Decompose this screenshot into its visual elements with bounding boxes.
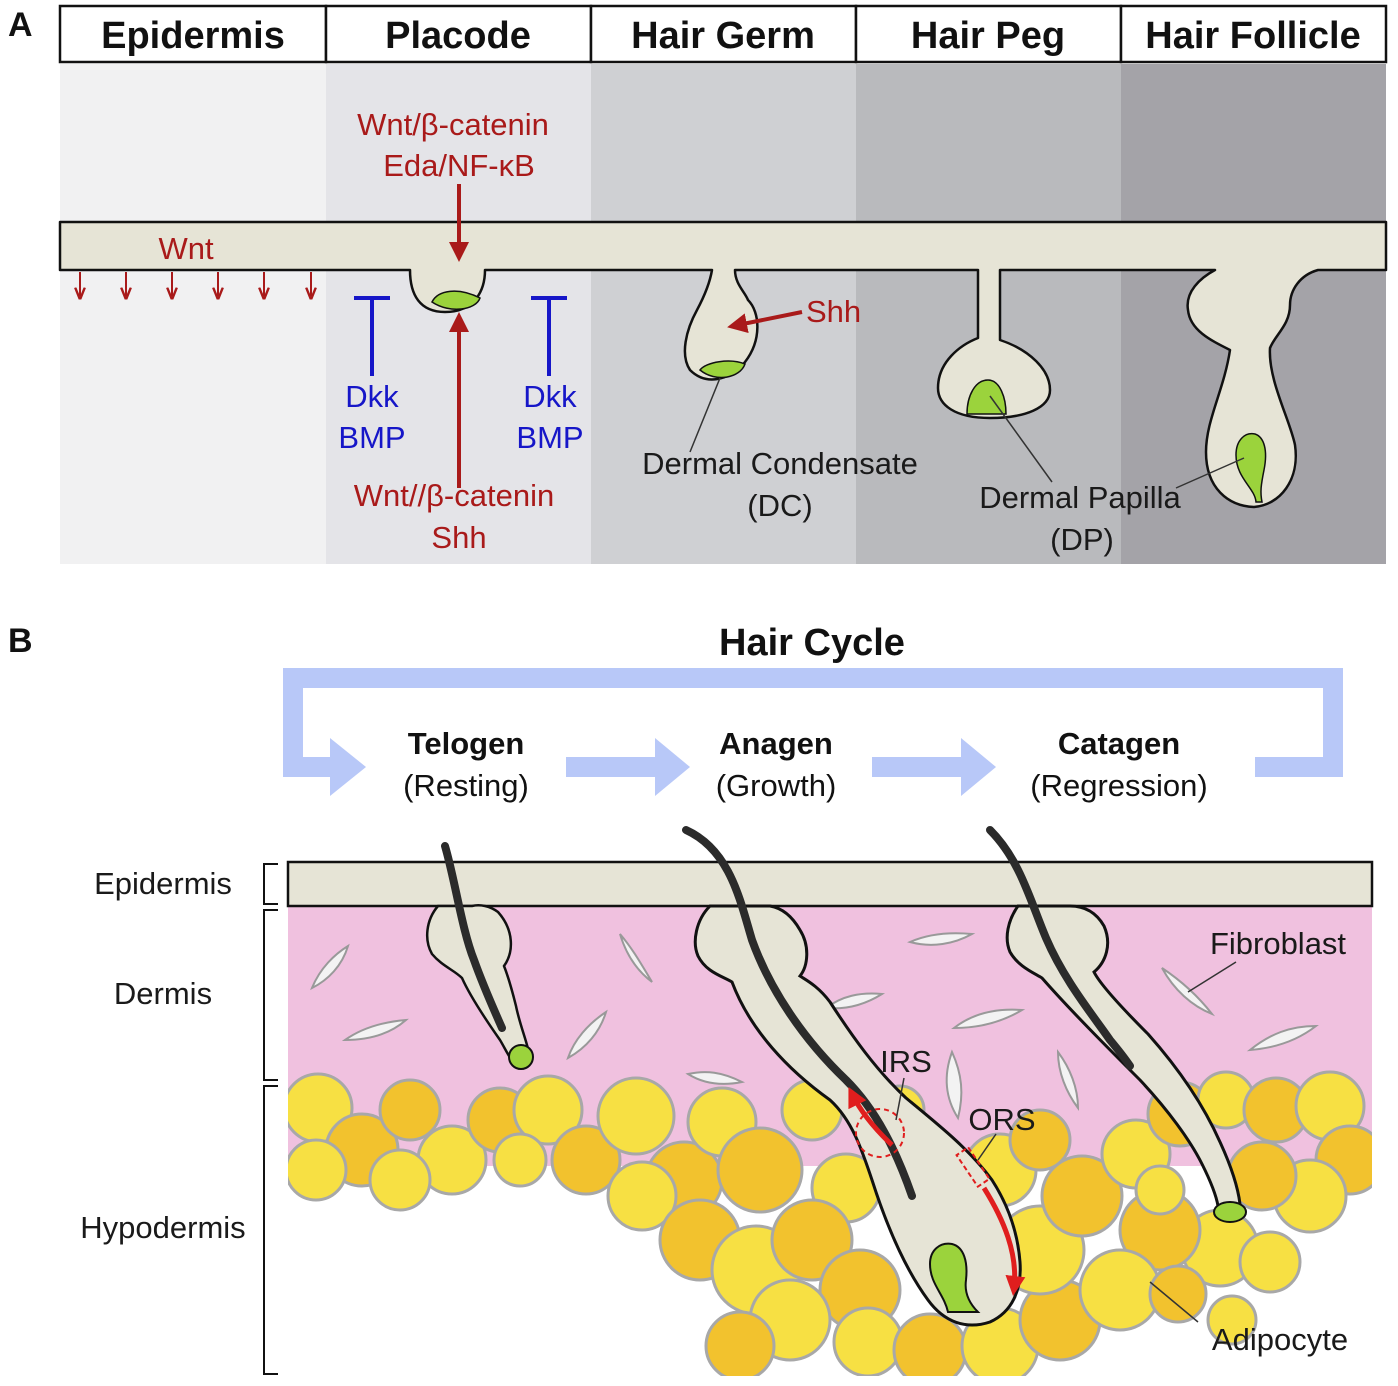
adipocyte-cell [596,1076,676,1156]
inhibitor-right-bmp: BMP [516,420,583,455]
phase-catagen-sub: (Regression) [1030,768,1207,803]
irs-leader-line [895,1077,905,1121]
adipocyte-cell [1078,1248,1162,1332]
fibroblasts [310,932,1319,1121]
dermal-condensate-shape [698,360,746,379]
placode-bottom-signal-1: Wnt//β-catenin [354,478,554,513]
anagen-follicle [682,826,1026,1327]
wnt-label: Wnt [158,231,214,266]
cycle-arrowhead-anagen [655,738,690,796]
adipocyte-cell [288,1138,348,1202]
irs-arrow [848,1086,894,1147]
placode-top-signal-2: Eda/NF-κB [383,148,535,183]
adipocyte-cell [368,1148,432,1212]
phase-anagen-sub: (Growth) [716,768,837,803]
dp-leader-peg [989,395,1053,483]
adipocyte-label: Adipocyte [1212,1322,1348,1357]
hair-follicle-papilla [1235,432,1267,503]
adipocyte-leader-line [1149,1281,1199,1323]
adipocyte-cell [832,1306,904,1376]
stage-label-placode: Placode [385,15,531,57]
telogen-follicle [425,842,534,1070]
wnt-arrows [80,272,311,296]
hair-cycle-title: Hair Cycle [719,622,905,664]
cycle-arrowhead-telogen [330,738,366,796]
inhibitor-left-bmp: BMP [338,420,405,455]
fibroblast-leader-line [1187,961,1237,993]
adipocyte-cell [1040,1154,1124,1238]
adipocyte-cell [892,1312,968,1376]
dp-leader-follicle [1175,457,1245,489]
adipocyte-cell [1206,1294,1258,1346]
layer-label-epidermis: Epidermis [94,866,232,901]
phase-telogen-name: Telogen [408,726,525,761]
adipocyte-cell [1008,1108,1072,1172]
adipocyte-cell [716,1126,804,1214]
catagen-follicle [986,826,1247,1223]
cycle-arrowhead-catagen [961,738,996,796]
layer-label-dermis: Dermis [114,976,212,1011]
layer-brackets [263,863,278,1375]
ors-leader-line [977,1133,997,1161]
ors-arrow [981,1186,1026,1296]
adipocyte-cell [606,1160,678,1232]
panel-b: B Hair Cycle Telogen (Resting) Anagen (G… [8,622,1374,1376]
panel-a: A Epidermis Placode Hair Germ Hair Peg H… [8,4,1388,564]
inhibitor-right-dkk: Dkk [523,379,577,414]
adipocyte-cell [704,1310,776,1376]
dc-leader-line [689,377,721,453]
hair-cycle-loop-arrow [283,668,1343,777]
inhibitor-left [354,296,390,376]
adipocyte-cell [1238,1230,1302,1294]
stage-label-epidermis: Epidermis [101,15,285,57]
adipocyte-cell [512,1074,584,1146]
layer-label-hypodermis: Hypodermis [80,1210,245,1245]
shh-label: Shh [806,294,861,329]
phase-telogen-sub: (Resting) [403,768,529,803]
placode-green-tip [431,290,481,310]
stage-header-row: Epidermis Placode Hair Germ Hair Peg Hai… [58,4,1388,64]
adipocyte-cell [1148,1264,1208,1324]
placode-top-signal-1: Wnt/β-catenin [357,107,549,142]
stage-label-hair-germ: Hair Germ [631,15,815,57]
irs-label: IRS [880,1044,932,1079]
fibroblast-label: Fibroblast [1210,926,1346,961]
adipocyte-cell [550,1124,622,1196]
ors-marker [955,1145,991,1189]
panel-b-epidermis-band [286,860,1374,908]
panel-b-letter: B [8,622,33,660]
inhibitor-left-dkk: Dkk [345,379,399,414]
stage-label-hair-peg: Hair Peg [911,15,1065,57]
adipocyte-cell [492,1132,548,1188]
dc-label-line-1: Dermal Condensate [642,446,918,481]
stage-bg-epidermis [60,64,326,564]
adipocyte-cell [1134,1164,1186,1216]
ors-label: ORS [968,1102,1035,1137]
dc-label-line-2: (DC) [747,488,812,523]
shh-arrow [727,310,803,334]
inhibitor-right [531,296,567,376]
panel-a-letter: A [8,6,33,44]
cycle-arrow-body-catagen [872,757,964,777]
dp-label-line-2: (DP) [1050,522,1114,557]
phase-catagen-name: Catagen [1058,726,1180,761]
adipocyte-cell [378,1078,442,1142]
stage-label-hair-follicle: Hair Follicle [1145,15,1360,57]
cycle-arrow-body-anagen [566,757,658,777]
placode-bottom-signal-2: Shh [431,520,486,555]
phase-anagen-name: Anagen [719,726,833,761]
irs-marker [855,1108,905,1158]
dp-label-line-1: Dermal Papilla [979,480,1181,515]
